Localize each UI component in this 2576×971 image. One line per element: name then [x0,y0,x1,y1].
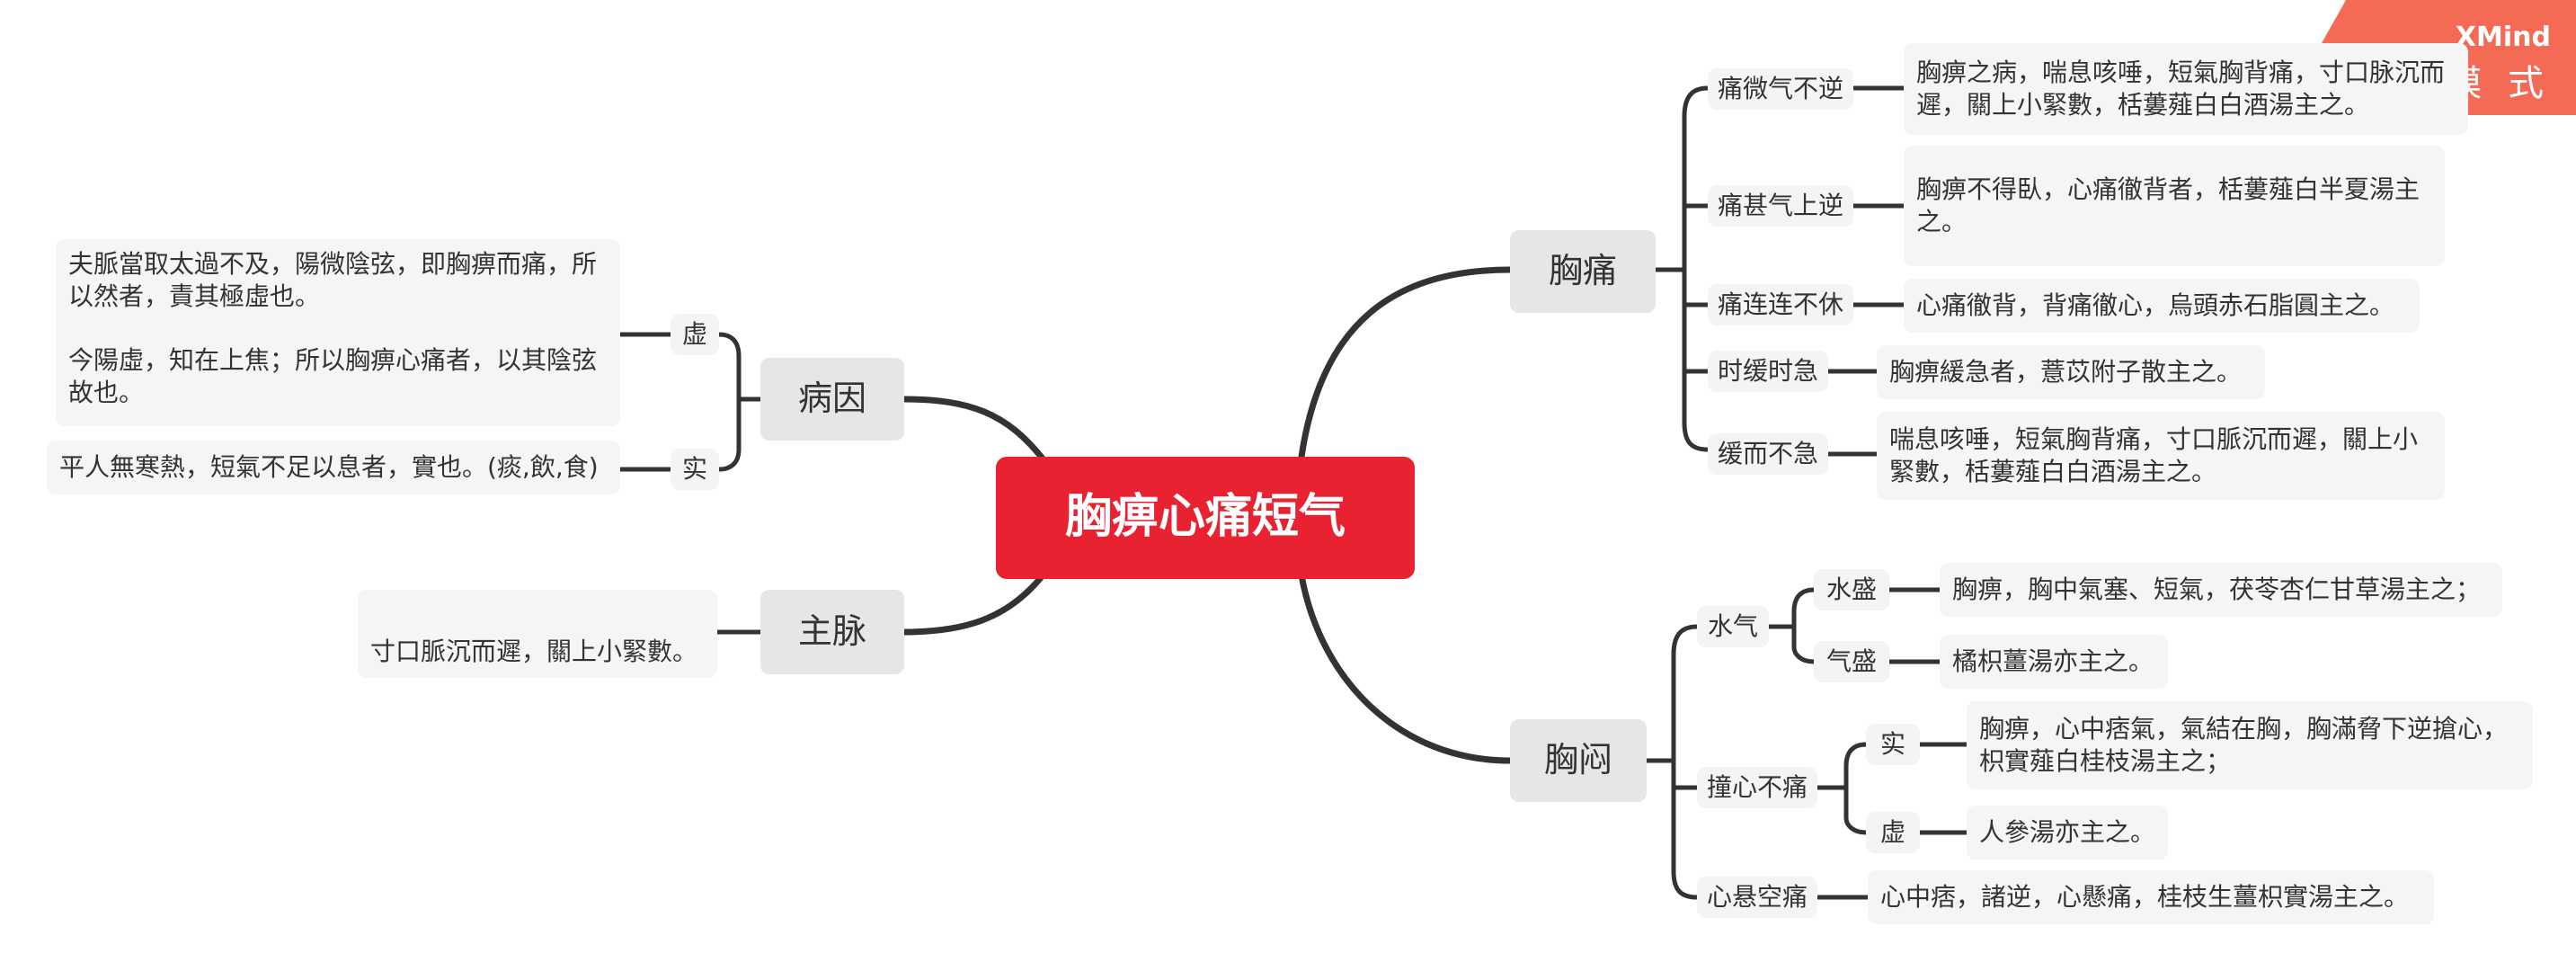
text-zhuangxin-xu[interactable]: 人參湯亦主之。 [1967,806,2168,860]
text-bingyin-xu[interactable]: 夫脈當取太過不及，陽微陰弦，即胸痹而痛，所以然者，責其極虛也。 今陽虛，知在上焦… [56,239,620,426]
topic-xiongmen[interactable]: 胸闷 [1510,719,1647,802]
brand-label: XMind [2455,22,2551,53]
root-topic[interactable]: 胸痹心痛短气 [996,457,1415,579]
subtopic-xinxuan[interactable]: 心悬空痛 [1697,877,1817,918]
text-zhumai[interactable]: 寸口脈沉而遲，關上小緊數。 [358,590,717,678]
text-zhuangxin-shi[interactable]: 胸痹，心中痞氣，氣結在胸，胸滿脅下逆搶心，枳實薤白桂枝湯主之； [1967,701,2533,789]
subtopic-zhuangxin-shi[interactable]: 实 [1866,724,1920,765]
text-shihuan[interactable]: 胸痹緩急者，薏苡附子散主之。 [1877,345,2265,399]
subtopic-tongwei[interactable]: 痛微气不逆 [1708,68,1853,110]
subtopic-zhuangxin[interactable]: 撞心不痛 [1697,767,1817,808]
subtopic-shuisheng[interactable]: 水盛 [1814,569,1889,610]
text-bingyin-shi[interactable]: 平人無寒熱，短氣不足以息者，實也。(痰,飲,食) [47,441,620,494]
text-tongshen[interactable]: 胸痹不得臥，心痛徹背者，栝蔞薤白半夏湯主之。 [1904,146,2445,266]
text-huaner[interactable]: 喘息咳唾，短氣胸背痛，寸口脈沉而遲，關上小緊數，栝蔞薤白白酒湯主之。 [1877,412,2445,500]
subtopic-zhuangxin-xu[interactable]: 虚 [1866,812,1920,853]
subtopic-bingyin-xu[interactable]: 虚 [671,314,719,355]
topic-bingyin[interactable]: 病因 [760,358,904,441]
subtopic-tonglian[interactable]: 痛连连不休 [1708,284,1853,325]
topic-zhumai[interactable]: 主脉 [760,590,904,674]
text-qisheng[interactable]: 橘枳薑湯亦主之。 [1940,635,2168,689]
topic-xiongtong[interactable]: 胸痛 [1510,230,1656,313]
subtopic-shuiqi[interactable]: 水气 [1697,606,1769,647]
subtopic-tongshen[interactable]: 痛甚气上逆 [1708,185,1853,227]
text-shuisheng[interactable]: 胸痹，胸中氣塞、短氣，茯苓杏仁甘草湯主之； [1940,563,2502,617]
text-xinxuan[interactable]: 心中痞，諸逆，心懸痛，桂枝生薑枳實湯主之。 [1868,870,2434,924]
subtopic-bingyin-shi[interactable]: 实 [671,449,719,490]
subtopic-shihuan[interactable]: 时缓时急 [1708,351,1828,392]
subtopic-huaner[interactable]: 缓而不急 [1708,433,1828,475]
subtopic-qisheng[interactable]: 气盛 [1814,641,1889,682]
text-tonglian[interactable]: 心痛徹背，背痛徹心，烏頭赤石脂圓主之。 [1904,279,2420,333]
root-topic-label: 胸痹心痛短气 [1064,490,1346,545]
text-tongwei[interactable]: 胸痹之病，喘息咳唾，短氣胸背痛，寸口脉沉而遲，關上小緊數，栝蔞薤白白酒湯主之。 [1904,43,2468,135]
